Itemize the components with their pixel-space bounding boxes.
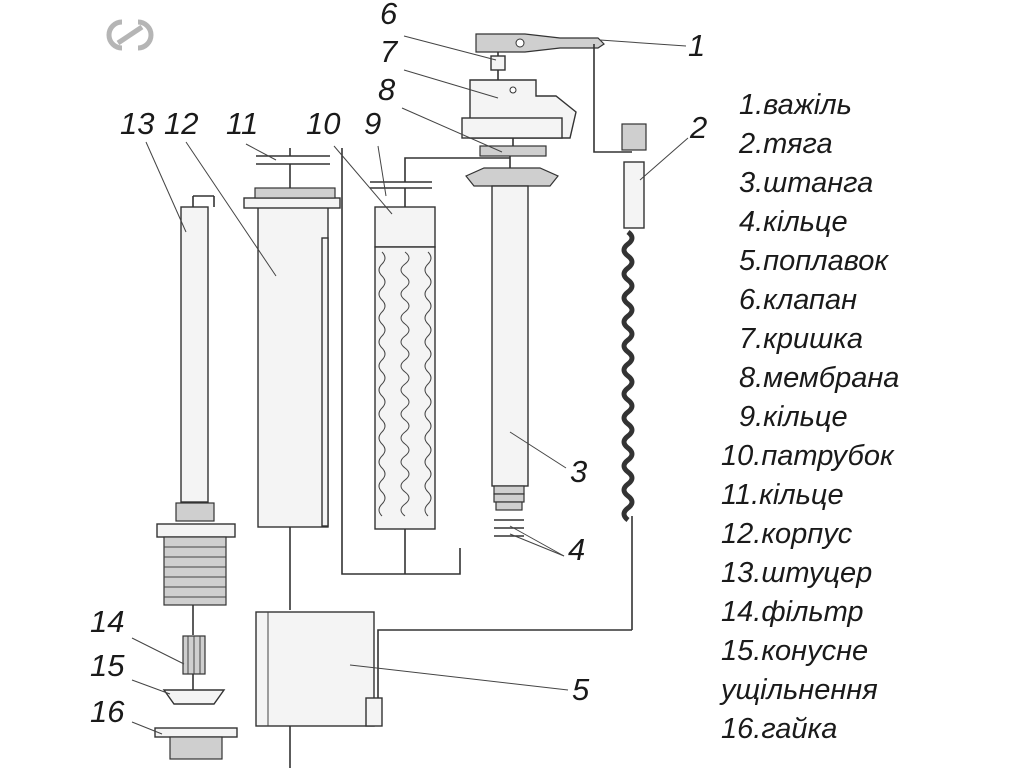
- callout-7: 7: [380, 34, 399, 69]
- pipe-10-part: [341, 148, 461, 575]
- parts-legend: 1.важіль 2.тяга 3.штанга 4.кільце 5.попл…: [719, 89, 899, 745]
- callout-8: 8: [378, 72, 396, 107]
- legend-item-11: 11.кільце: [721, 479, 844, 511]
- ring-9-part: [370, 157, 510, 207]
- callout-3: 3: [570, 454, 587, 489]
- legend-item-9: 9.кільце: [739, 401, 848, 433]
- callout-1: 1: [688, 28, 705, 63]
- lever-1-part: [475, 33, 605, 53]
- legend-item-6: 6.клапан: [739, 284, 857, 316]
- membrane-8-part: [479, 138, 547, 157]
- legend-item-5: 5.поплавок: [739, 245, 889, 277]
- legend-item-10: 10.патрубок: [721, 440, 895, 472]
- ring-11-part: [256, 148, 330, 188]
- callout-6: 6: [380, 0, 398, 31]
- callout-11: 11: [226, 106, 258, 141]
- callout-13: 13: [120, 106, 154, 141]
- pull-rod-2-part: [377, 44, 647, 700]
- leader-lines: [131, 35, 689, 735]
- legend-item-8: 8.мембрана: [739, 362, 899, 394]
- callout-15: 15: [90, 648, 125, 683]
- legend-item-13: 13.штуцер: [721, 557, 872, 589]
- legend-item-2: 2.тяга: [738, 128, 833, 160]
- legend-item-3: 3.штанга: [739, 167, 873, 199]
- cone-seal-15-part: [162, 674, 226, 705]
- float-5-part: [255, 611, 383, 727]
- callout-9: 9: [364, 106, 381, 141]
- valve-6-part: [490, 52, 506, 80]
- legend-item-16: 16.гайка: [721, 713, 837, 745]
- cover-7-part: [461, 79, 577, 139]
- legend-item-4: 4.кільце: [739, 206, 848, 238]
- legend-item-14: 14.фільтр: [721, 596, 864, 628]
- callout-16: 16: [90, 694, 125, 729]
- legend-item-1: 1.важіль: [739, 89, 852, 121]
- fitting-13-part: [156, 195, 236, 635]
- rod-3-part: [465, 156, 559, 511]
- filter-14-part: [182, 635, 206, 675]
- legend-item-15: 15.конусне: [721, 635, 868, 667]
- callout-4: 4: [568, 532, 585, 567]
- legend-item-15-cont: ущільнення: [719, 674, 878, 706]
- nut-16-part: [154, 727, 238, 760]
- callout-5: 5: [572, 672, 590, 707]
- callout-14: 14: [90, 604, 124, 639]
- callout-12: 12: [164, 106, 198, 141]
- legend-item-12: 12.корпус: [721, 518, 853, 550]
- ring-4-part: [494, 519, 524, 537]
- chain-link-logo-icon: [106, 19, 154, 51]
- legend-item-7: 7.кришка: [739, 323, 863, 355]
- callout-2: 2: [689, 110, 707, 145]
- body-12-part: [243, 187, 341, 768]
- callout-10: 10: [306, 106, 340, 141]
